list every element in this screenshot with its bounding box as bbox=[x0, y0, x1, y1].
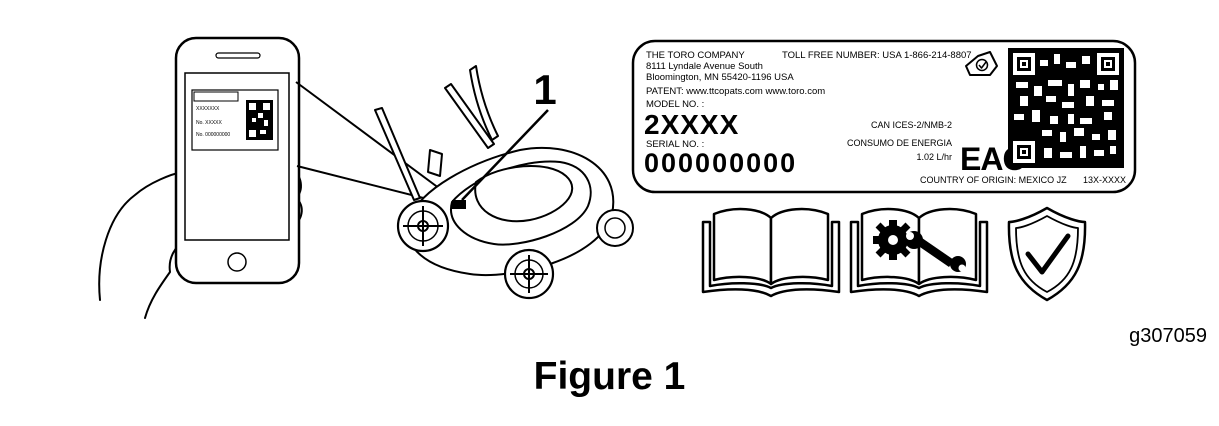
phone-label-line2: No. XXXXX bbox=[196, 120, 223, 126]
plate-qr-icon bbox=[1008, 48, 1124, 168]
phone-qr-icon bbox=[246, 100, 273, 140]
projection-lines bbox=[295, 81, 456, 207]
lawn-mower-illustration bbox=[374, 65, 634, 300]
checkmark-icon bbox=[1025, 233, 1071, 275]
plate-company: THE TORO COMPANY bbox=[646, 50, 745, 61]
plate-model-value: 2XXXX bbox=[644, 109, 739, 140]
plate-patent: PATENT: www.ttcopats.com www.toro.com bbox=[646, 86, 825, 97]
plate-city: Bloomington, MN 55420-1196 USA bbox=[646, 72, 794, 83]
figure-code: g307059 bbox=[1129, 325, 1207, 347]
figure-caption: Figure 1 bbox=[533, 355, 686, 398]
plate-ices: CAN ICES-2/NMB-2 bbox=[871, 120, 952, 130]
warranty-shield-icon bbox=[1007, 206, 1087, 302]
plate-model-label: MODEL NO. : bbox=[646, 99, 704, 110]
mower-wheel-spokes bbox=[403, 206, 548, 293]
compliance-triangle-icon bbox=[965, 51, 998, 76]
serial-label-location bbox=[452, 200, 466, 209]
callout-leader bbox=[461, 109, 549, 201]
phone-label-line1: XXXXXXX bbox=[196, 106, 220, 112]
operator-manual-icon bbox=[701, 207, 841, 298]
phone-illustration bbox=[174, 36, 301, 285]
plate-toll-free: TOLL FREE NUMBER: USA 1-866-214-8807 bbox=[782, 50, 972, 61]
plate-consumo: CONSUMO DE ENERGIA bbox=[847, 138, 952, 148]
gear-icon bbox=[873, 220, 913, 260]
plate-rate: 1.02 L/hr bbox=[916, 152, 952, 162]
plate-origin: COUNTRY OF ORIGIN: MEXICO JZ bbox=[920, 175, 1067, 185]
plate-serial-label: SERIAL NO. : bbox=[646, 139, 704, 150]
plate-part-code: 13X-XXXX bbox=[1083, 175, 1126, 185]
callout-number: 1 bbox=[533, 66, 556, 113]
plate-street: 8111 Lyndale Avenue South bbox=[646, 61, 763, 72]
phone-label-line3: No. 000000000 bbox=[196, 132, 230, 138]
wrench-icon bbox=[905, 231, 966, 272]
service-manual-icon bbox=[849, 207, 989, 298]
plate-serial-value: 000000000 bbox=[644, 148, 797, 178]
